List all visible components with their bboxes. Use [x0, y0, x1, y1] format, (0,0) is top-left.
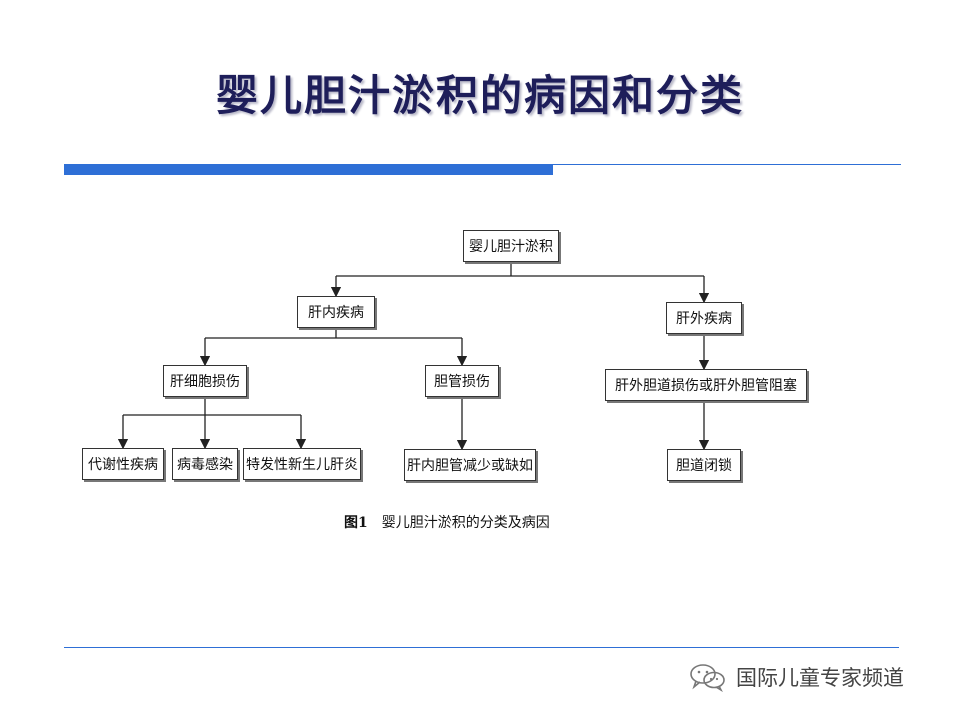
figure-caption: 图1 婴儿胆汁淤积的分类及病因 [344, 512, 550, 532]
node-idiopathic-hepatitis: 特发性新生儿肝炎 [243, 448, 361, 480]
footer-divider [64, 647, 899, 648]
node-infant-cholestasis: 婴儿胆汁淤积 [463, 230, 559, 262]
figure-caption-text: 婴儿胆汁淤积的分类及病因 [381, 515, 550, 531]
node-extrahepatic-disease: 肝外疾病 [666, 302, 742, 334]
node-hepatocyte-injury: 肝细胞损伤 [163, 365, 247, 397]
node-bile-duct-injury: 胆管损伤 [425, 365, 499, 397]
title-underline-thick [64, 164, 553, 175]
node-metabolic-disease: 代谢性疾病 [82, 448, 164, 480]
watermark-text: 国际儿童专家频道 [736, 666, 904, 690]
node-bile-duct-paucity: 肝内胆管减少或缺如 [404, 449, 536, 481]
slide-title: 婴儿胆汁淤积的病因和分类 [215, 71, 744, 120]
title-underline-thin [553, 164, 901, 165]
node-extrahepatic-obstruction: 肝外胆道损伤或肝外胆管阻塞 [605, 369, 807, 401]
node-biliary-atresia: 胆道闭锁 [667, 449, 741, 481]
node-viral-infection: 病毒感染 [172, 448, 238, 480]
figure-label: 图1 [344, 515, 368, 531]
watermark: 国际儿童专家频道 [688, 660, 904, 694]
wechat-icon [690, 664, 725, 692]
node-intrahepatic-disease: 肝内疾病 [297, 296, 375, 328]
